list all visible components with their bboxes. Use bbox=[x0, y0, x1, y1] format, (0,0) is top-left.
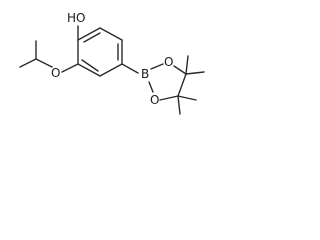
boron-label: B bbox=[141, 67, 149, 81]
ring-double-bond-lower-left bbox=[81, 59, 99, 72]
ring-double-bond-upper-left bbox=[83, 32, 101, 43]
methyl-c1-right bbox=[185, 71, 205, 75]
hydroxyl-label: HO bbox=[67, 11, 85, 25]
benzene-ring bbox=[77, 27, 123, 77]
molecule-svg: HO O B O O bbox=[19, 11, 205, 115]
boronate-oxygen-bottom-label: O bbox=[150, 93, 159, 107]
ether-oxygen-label: O bbox=[51, 66, 60, 80]
hydroxyl-group: HO bbox=[67, 11, 85, 41]
methyl-c1-up bbox=[185, 55, 189, 75]
methyl-c2-right bbox=[177, 95, 197, 101]
aryl-boron-bond bbox=[121, 63, 139, 74]
boronate-oxygen-top-label: O bbox=[164, 55, 173, 69]
structure-diagram: HO O B O O bbox=[0, 0, 236, 146]
pinacol-boronate: B O O bbox=[141, 55, 205, 115]
methyl-c2-down bbox=[177, 95, 181, 115]
isopropoxy-group: O bbox=[19, 40, 79, 80]
